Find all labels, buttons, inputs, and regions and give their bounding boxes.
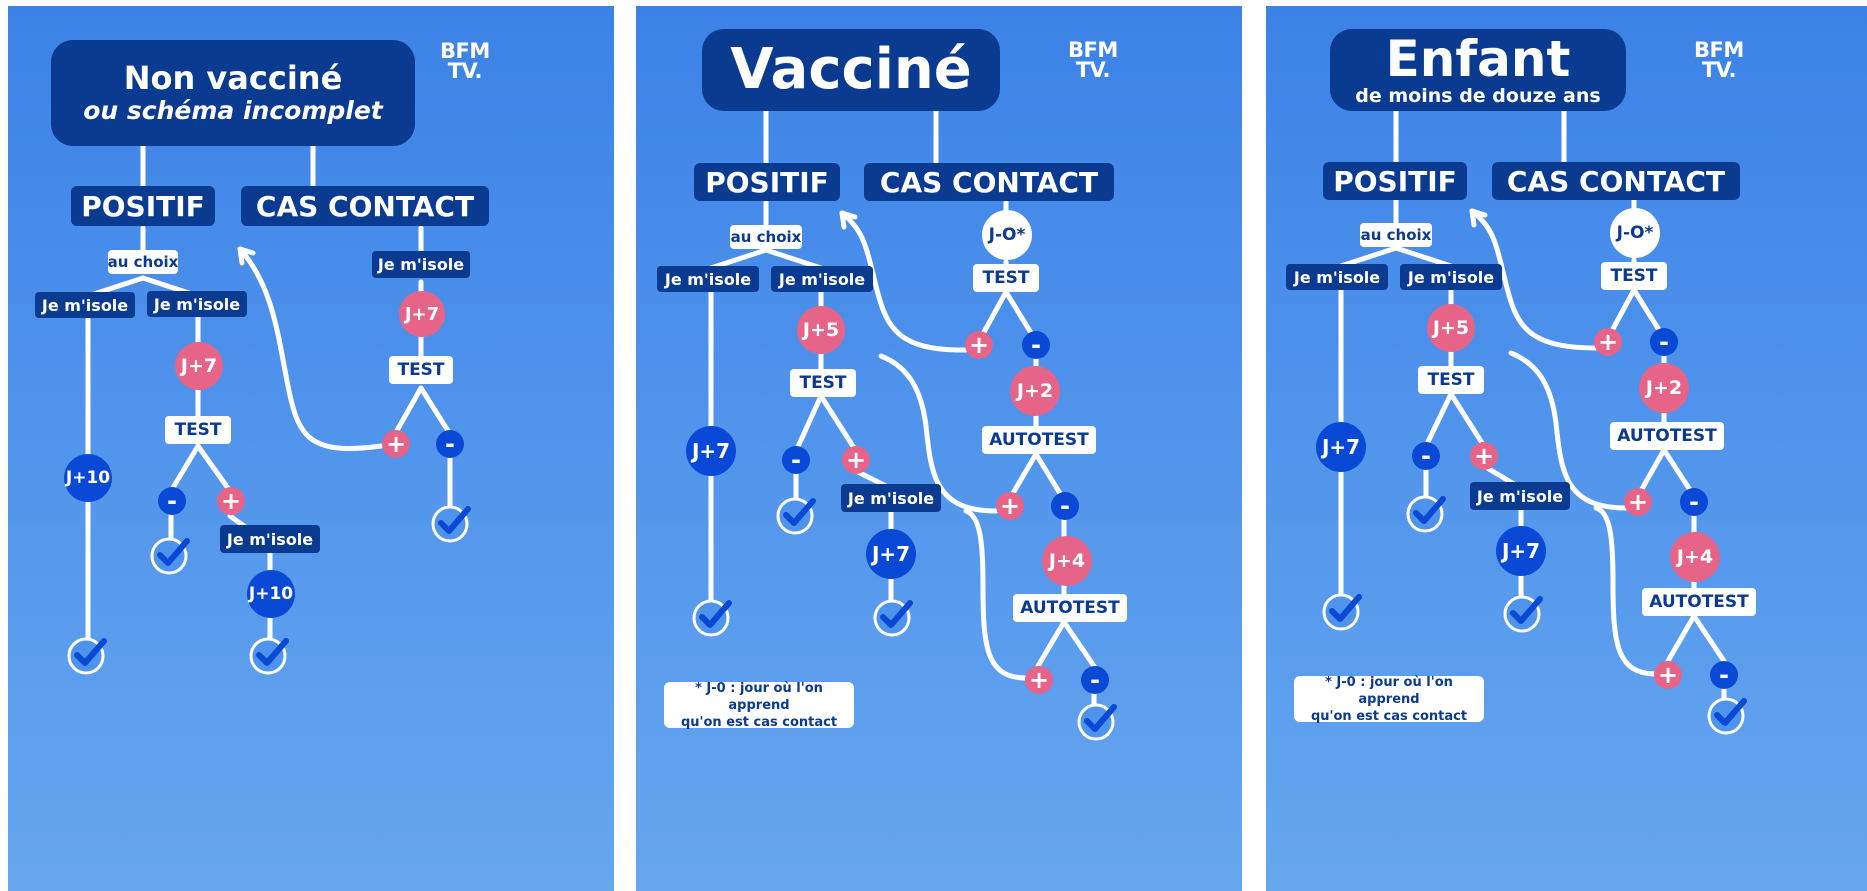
check-icon: [1077, 703, 1117, 741]
footnote: * J-0 : jour où l'on apprend qu'on est c…: [664, 681, 854, 730]
check-icon: [249, 637, 289, 675]
label-je-m-isole: Je m'isole: [657, 266, 759, 292]
label-test: TEST: [389, 356, 453, 384]
label-je-m-isole: Je m'isole: [1400, 264, 1502, 290]
check-icon: [1503, 595, 1543, 633]
label-je-m-isole: Je m'isole: [147, 291, 247, 317]
panel-title-box: Enfant de moins de douze ans: [1330, 29, 1626, 111]
plus-result: +: [217, 487, 245, 515]
label-test: TEST: [1601, 262, 1667, 290]
check-icon: [776, 497, 816, 535]
panel-title: Enfant: [1385, 30, 1571, 88]
check-icon: [692, 599, 732, 637]
minus-result: -: [782, 446, 810, 474]
label-autotest: AUTOTEST: [1642, 588, 1756, 616]
plus-result: +: [996, 492, 1024, 520]
header-cas-contact: CAS CONTACT: [864, 163, 1114, 201]
check-icon: [873, 599, 913, 637]
bfm-logo: BFM TV.: [440, 39, 490, 83]
label-je-m-isole: Je m'isole: [841, 484, 941, 512]
label-test: TEST: [1418, 366, 1484, 394]
bfm-logo: BFM TV.: [1694, 38, 1744, 82]
check-icon: [150, 537, 190, 575]
label-je-m-isole: Je m'isole: [372, 251, 470, 278]
header-cas-contact: CAS CONTACT: [1492, 162, 1740, 200]
minus-result: -: [158, 487, 186, 515]
badge-j7: J+7: [1496, 526, 1546, 576]
label-test: TEST: [973, 264, 1039, 292]
header-positif: POSITIF: [694, 163, 840, 201]
check-icon: [1707, 697, 1747, 735]
check-icon: [67, 637, 107, 675]
plus-result: +: [1594, 328, 1622, 356]
label-je-m-isole: Je m'isole: [220, 525, 320, 553]
minus-result: -: [1051, 492, 1079, 520]
minus-result: -: [1710, 661, 1738, 689]
check-icon: [431, 505, 471, 543]
footnote: * J-0 : jour où l'on apprend qu'on est c…: [1294, 675, 1484, 724]
check-icon: [1322, 593, 1362, 631]
minus-result: -: [436, 430, 464, 458]
plus-result: +: [1654, 661, 1682, 689]
plus-result: +: [1025, 666, 1053, 694]
minus-result: -: [1680, 488, 1708, 516]
panel-non-vaccine: Non vacciné ou schéma incomplet BFM TV. …: [8, 6, 614, 891]
label-au-choix: au choix: [108, 250, 178, 274]
label-autotest: AUTOTEST: [1013, 594, 1127, 622]
badge-j10: J+10: [64, 454, 112, 502]
badge-j7: J+7: [399, 291, 445, 337]
badge-j4: J+4: [1670, 532, 1720, 582]
badge-j2: J+2: [1639, 363, 1689, 413]
label-je-m-isole: Je m'isole: [35, 292, 135, 318]
panel-vaccine: Vacciné BFM TV. POSITIF CAS CONTACT au c…: [636, 6, 1242, 891]
header-positif: POSITIF: [1323, 162, 1467, 200]
badge-j7: J+7: [686, 426, 736, 476]
header-cas-contact: CAS CONTACT: [241, 186, 489, 226]
minus-result: -: [1022, 331, 1050, 359]
badge-j7: J+7: [175, 342, 223, 390]
badge-j4: J+4: [1042, 536, 1092, 586]
plus-result: +: [965, 331, 993, 359]
minus-result: -: [1081, 666, 1109, 694]
label-autotest: AUTOTEST: [1610, 422, 1724, 450]
panel-title-box: Vacciné: [702, 29, 1000, 111]
badge-j7: J+7: [866, 529, 916, 579]
plus-result: +: [1624, 488, 1652, 516]
panel-enfant: Enfant de moins de douze ans BFM TV. POS…: [1266, 6, 1867, 891]
label-test: TEST: [790, 369, 856, 397]
panel-subtitle: de moins de douze ans: [1355, 85, 1601, 107]
badge-j0: J-O*: [1610, 208, 1660, 258]
badge-j10: J+10: [247, 570, 295, 618]
badge-j7: J+7: [1316, 422, 1366, 472]
label-autotest: AUTOTEST: [982, 426, 1096, 454]
badge-j2: J+2: [1010, 366, 1060, 416]
label-test: TEST: [165, 416, 231, 444]
badge-j5: J+5: [1427, 304, 1475, 352]
minus-result: -: [1412, 442, 1440, 470]
header-positif: POSITIF: [71, 186, 215, 226]
label-je-m-isole: Je m'isole: [771, 266, 873, 292]
panel-title-box: Non vacciné ou schéma incomplet: [51, 40, 415, 146]
label-au-choix: au choix: [730, 225, 802, 249]
label-je-m-isole: Je m'isole: [1286, 264, 1388, 290]
plus-result: +: [842, 446, 870, 474]
label-je-m-isole: Je m'isole: [1470, 482, 1570, 510]
plus-result: +: [382, 430, 410, 458]
minus-result: -: [1650, 328, 1678, 356]
badge-j0: J-O*: [982, 210, 1032, 260]
bfm-logo: BFM TV.: [1068, 38, 1118, 82]
check-icon: [1406, 495, 1446, 533]
panel-title: Vacciné: [730, 37, 972, 102]
panel-title: Non vacciné: [123, 59, 343, 97]
plus-result: +: [1470, 442, 1498, 470]
badge-j5: J+5: [797, 306, 845, 354]
panel-subtitle: ou schéma incomplet: [83, 96, 383, 125]
label-au-choix: au choix: [1360, 223, 1432, 247]
